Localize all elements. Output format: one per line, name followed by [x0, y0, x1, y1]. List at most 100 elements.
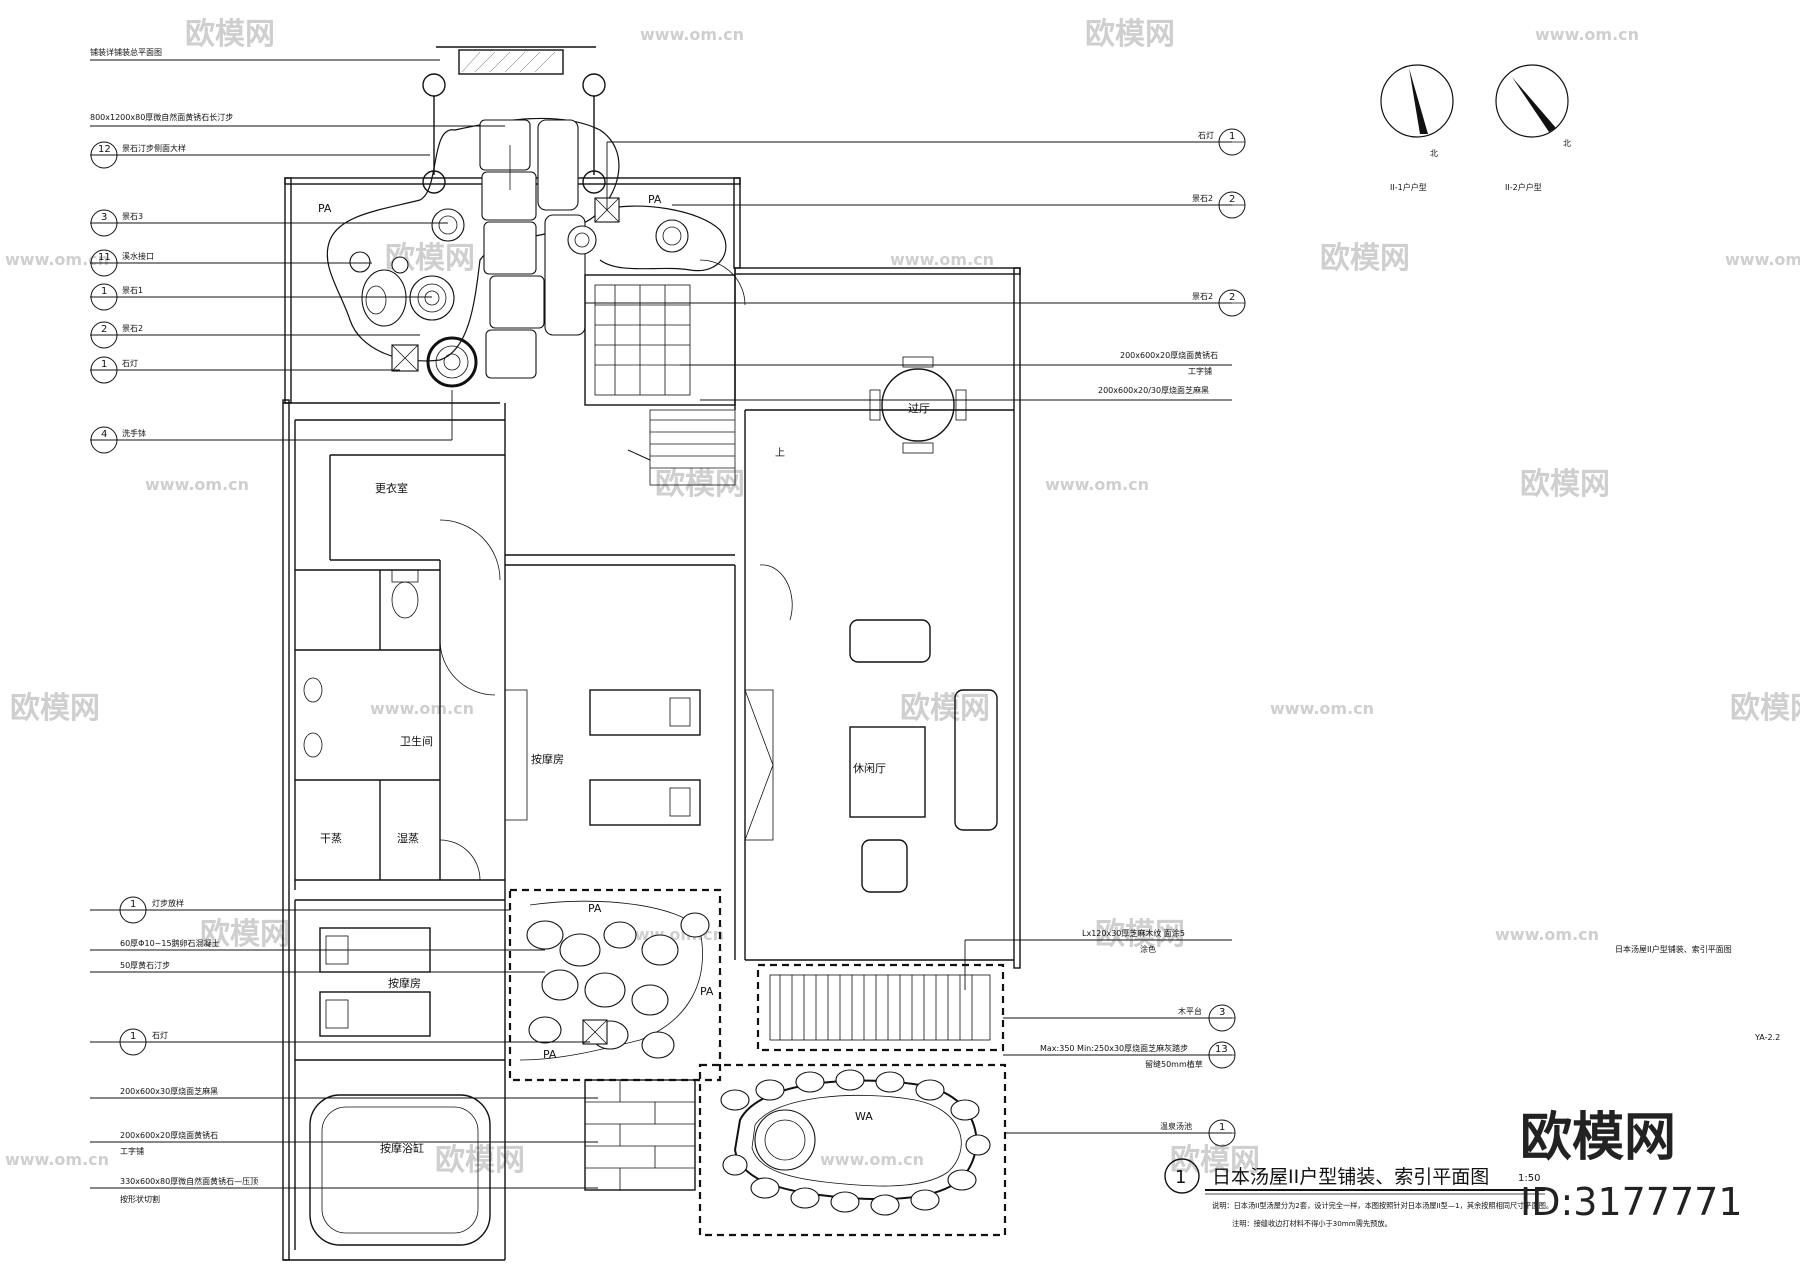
- watermark-brand: 欧模网: [1320, 241, 1410, 276]
- index-bubble: 1: [119, 896, 147, 924]
- callout-label: 石灯: [152, 1030, 168, 1040]
- north-arrow-ii-1: 北 II-1户户型: [1380, 64, 1454, 192]
- watermark-url: www.om.cn: [1270, 699, 1374, 718]
- watermark-url: www.om.cn: [820, 1150, 924, 1169]
- index-number: 11: [98, 252, 111, 263]
- index-number: 12: [98, 144, 111, 155]
- index-bubble: 3: [90, 209, 118, 237]
- callout-label: 60厚Φ10~15鹅卵石混凝土: [120, 938, 220, 948]
- north-label: 北: [1563, 139, 1571, 148]
- north-label: 北: [1430, 149, 1438, 158]
- room-label-jacuzzi: 按摩浴缸: [380, 1141, 424, 1155]
- brand-mark: 欧模网: [1520, 1108, 1676, 1168]
- top-entry: [422, 46, 606, 175]
- watermark-brand: 欧模网: [10, 691, 100, 726]
- index-number: 2: [1229, 194, 1235, 205]
- area-tag: PA: [700, 985, 714, 998]
- area-tag: PA: [648, 193, 662, 206]
- callout-label: 200x600x30厚烧面芝麻黑: [120, 1086, 218, 1096]
- room-label-hall: 过厅: [908, 402, 930, 415]
- entry-stairs: 上: [584, 274, 785, 486]
- watermark-brand: 欧模网: [435, 1143, 525, 1178]
- watermark-brand: 欧模网: [1520, 467, 1610, 502]
- index-bubble: 1: [90, 356, 118, 384]
- callout-label: 景石3: [122, 212, 143, 221]
- area-tag: PA: [543, 1048, 557, 1061]
- index-number: 2: [1229, 292, 1235, 303]
- index-bubble: 1: [119, 1028, 147, 1056]
- room-label-massage-2: 按摩房: [388, 976, 421, 990]
- callout-label: 200x600x20厚烧面黄锈石: [120, 1130, 218, 1140]
- callout-label: 温泉汤池: [1160, 1121, 1192, 1131]
- callout-label: 灯步放样: [152, 898, 184, 908]
- index-number: 1: [130, 899, 136, 910]
- callout-label: 50厚黄石汀步: [120, 960, 170, 970]
- room-label-restroom: 卫生间: [400, 734, 433, 748]
- index-bubble: 3: [1208, 1004, 1236, 1032]
- index-bubble: 12: [90, 141, 118, 169]
- watermark-url: www.om.cn: [370, 699, 474, 718]
- area-tag: PA: [588, 902, 602, 915]
- callout-label: 景石汀步侧面大样: [122, 143, 186, 153]
- callout-label: 330x600x80厚微自然面黄锈石—压顶: [120, 1176, 258, 1186]
- index-bubble: 1: [1218, 128, 1246, 156]
- callout-label: 景石1: [122, 286, 143, 295]
- callout-label: 工字铺: [120, 1146, 144, 1156]
- watermark-url: www.om.cn: [145, 475, 249, 494]
- drawing-scale: 1:50: [1518, 1173, 1540, 1184]
- index-number: 4: [101, 429, 107, 440]
- stair-up-label: 上: [775, 447, 785, 459]
- drawing-title: 日本汤屋II户型铺装、索引平面图: [1212, 1166, 1489, 1188]
- title-note-1: 说明：日本汤II型汤屋分为2套，设计完全一样，本图按照针对日本汤屋II型—1，其…: [1212, 1201, 1553, 1210]
- index-bubble: 11: [90, 249, 118, 277]
- index-bubble: 1: [1208, 1119, 1236, 1147]
- house-walls: [282, 259, 1021, 1261]
- index-bubble: 2: [90, 321, 118, 349]
- callout-label: 200x600x20厚烧面黄锈石: [1120, 350, 1218, 360]
- compass-caption: II-1户户型: [1390, 182, 1427, 192]
- callout-label: 留缝50mm植草: [1145, 1059, 1203, 1069]
- watermark-url: www.om.cn: [1535, 25, 1639, 44]
- callout-label: 景石2: [1192, 292, 1213, 301]
- index-number: 1: [1229, 131, 1235, 142]
- callout-label: 按形状切割: [120, 1194, 160, 1204]
- callout-label: 洗手钵: [122, 428, 146, 438]
- callout-label: 石灯: [1198, 130, 1214, 140]
- watermark-brand: 欧模网: [1085, 17, 1175, 52]
- lower-garden: PA PA PA: [508, 888, 1007, 1237]
- right-callouts: 1 2 2 3 13 1 石灯 景石2 景石2 200x6: [585, 128, 1246, 1147]
- callout-label: 800x1200x80厚微自然面黄锈石长汀步: [90, 112, 233, 122]
- upper-garden: PA PA: [318, 117, 727, 388]
- room-labels: 过厅 更衣室 卫生间 按摩房 休闲厅 干蒸 湿蒸 按摩房 按摩浴缸: [320, 402, 930, 1155]
- callout-label: 铺装详铺装总平面图: [90, 47, 162, 57]
- title-number: 1: [1175, 1167, 1186, 1188]
- callout-label: 景石2: [122, 324, 143, 333]
- watermark-brand: 欧模网: [900, 691, 990, 726]
- callout-label: 200x600x20/30厚烧面芝麻黑: [1098, 385, 1209, 395]
- watermark-brand: 欧模网: [200, 917, 290, 952]
- left-callouts: 12 3 11 1 2 1 4: [90, 47, 598, 1204]
- callout-label: Max:350 Min:250x30厚烧面芝麻灰踏步: [1040, 1043, 1188, 1053]
- side-caption: 日本汤屋II户型铺装、索引平面图: [1615, 944, 1732, 954]
- title-note-2: 注明：接缝收边打材料不得小于30mm需先预放。: [1232, 1219, 1392, 1228]
- watermark-url: www.om.cn: [890, 250, 994, 269]
- watermark-brand: 欧模网: [655, 467, 745, 502]
- title-block: 1 日本汤屋II户型铺装、索引平面图 1:50 说明：日本汤II型汤屋分为2套，…: [1164, 1158, 1553, 1228]
- room-label-massage: 按摩房: [531, 752, 564, 766]
- index-bubble: 13: [1208, 1041, 1236, 1069]
- index-number: 3: [1219, 1007, 1225, 1018]
- callout-label: 涂色: [1140, 944, 1156, 954]
- area-tag: PA: [318, 202, 332, 215]
- watermark-url: www.om.cn: [1495, 925, 1599, 944]
- index-number: 1: [1219, 1122, 1225, 1133]
- index-number: 13: [1215, 1044, 1228, 1055]
- area-tag: WA: [855, 1110, 873, 1123]
- index-number: 1: [101, 286, 107, 297]
- watermark-brand: 欧模网: [185, 17, 275, 52]
- watermark-url: www.om.cn: [1045, 475, 1149, 494]
- index-bubble: 2: [1218, 191, 1246, 219]
- watermark-brand: 欧模网: [1730, 691, 1800, 726]
- index-number: 1: [130, 1031, 136, 1042]
- callout-label: 石灯: [122, 358, 138, 368]
- id-mark: ID:3177771: [1520, 1180, 1743, 1224]
